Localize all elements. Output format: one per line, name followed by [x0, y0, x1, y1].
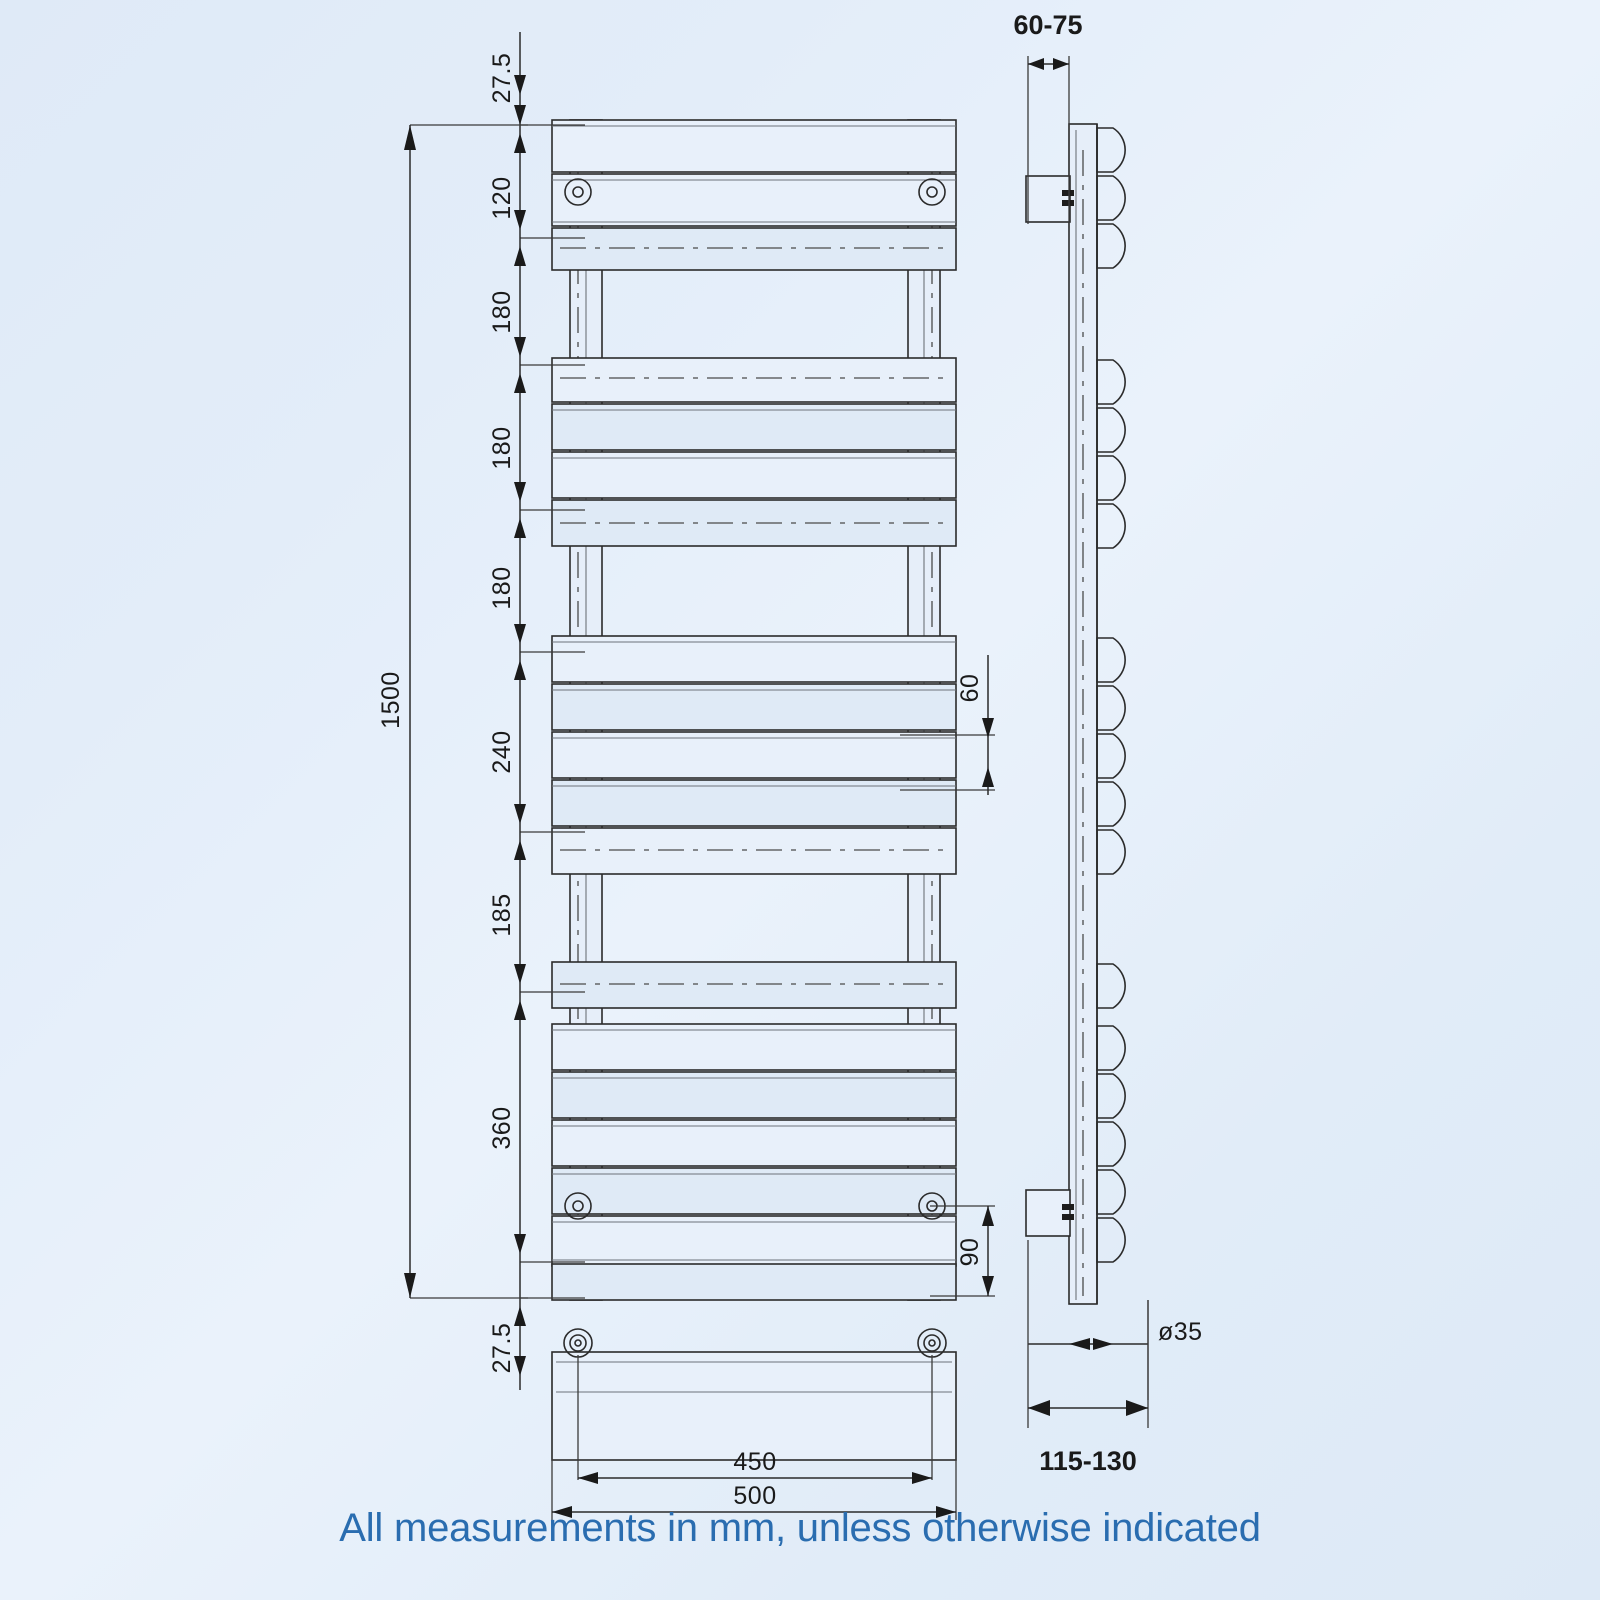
dim-360: 360 [488, 1106, 516, 1149]
dim-60-75: 60-75 [1013, 10, 1082, 40]
dim-180-b: 180 [488, 426, 516, 469]
dim-180-c: 180 [488, 566, 516, 609]
dim-450: 450 [733, 1448, 776, 1476]
dim-185: 185 [488, 893, 516, 936]
bottom-plan-view: 450 500 [551, 1328, 957, 1520]
dim-27-5-top: 27.5 [488, 53, 516, 104]
dim-90: 90 [956, 1238, 984, 1267]
measurement-units-caption: All measurements in mm, unless otherwise… [339, 1506, 1261, 1550]
dim-500: 500 [733, 1482, 776, 1510]
dim-115-130: 115-130 [1039, 1446, 1137, 1476]
dimension-overall-height: 1500 [377, 124, 528, 1299]
dim-60: 60 [956, 674, 984, 703]
dimension-tube-diameter: ø35 [1028, 1300, 1203, 1400]
dimension-wall-gap: 60-75 [1013, 10, 1083, 228]
dimension-bar-thickness: 60 [900, 655, 995, 795]
dimension-bracket-offset: 90 [930, 1205, 995, 1297]
dim-diameter-35: ø35 [1158, 1318, 1203, 1346]
dim-180-a: 180 [488, 290, 516, 333]
dim-120: 120 [488, 176, 516, 219]
dim-27-5-bottom: 27.5 [488, 1323, 516, 1374]
dimension-chain-left: 27.5 120 180 180 180 240 185 360 27.5 [488, 32, 585, 1390]
dim-240: 240 [488, 730, 516, 773]
front-view-bars [551, 119, 957, 1301]
dimension-projection: 115-130 [1027, 1240, 1149, 1476]
dim-1500: 1500 [377, 671, 405, 729]
side-view [1025, 123, 1126, 1305]
